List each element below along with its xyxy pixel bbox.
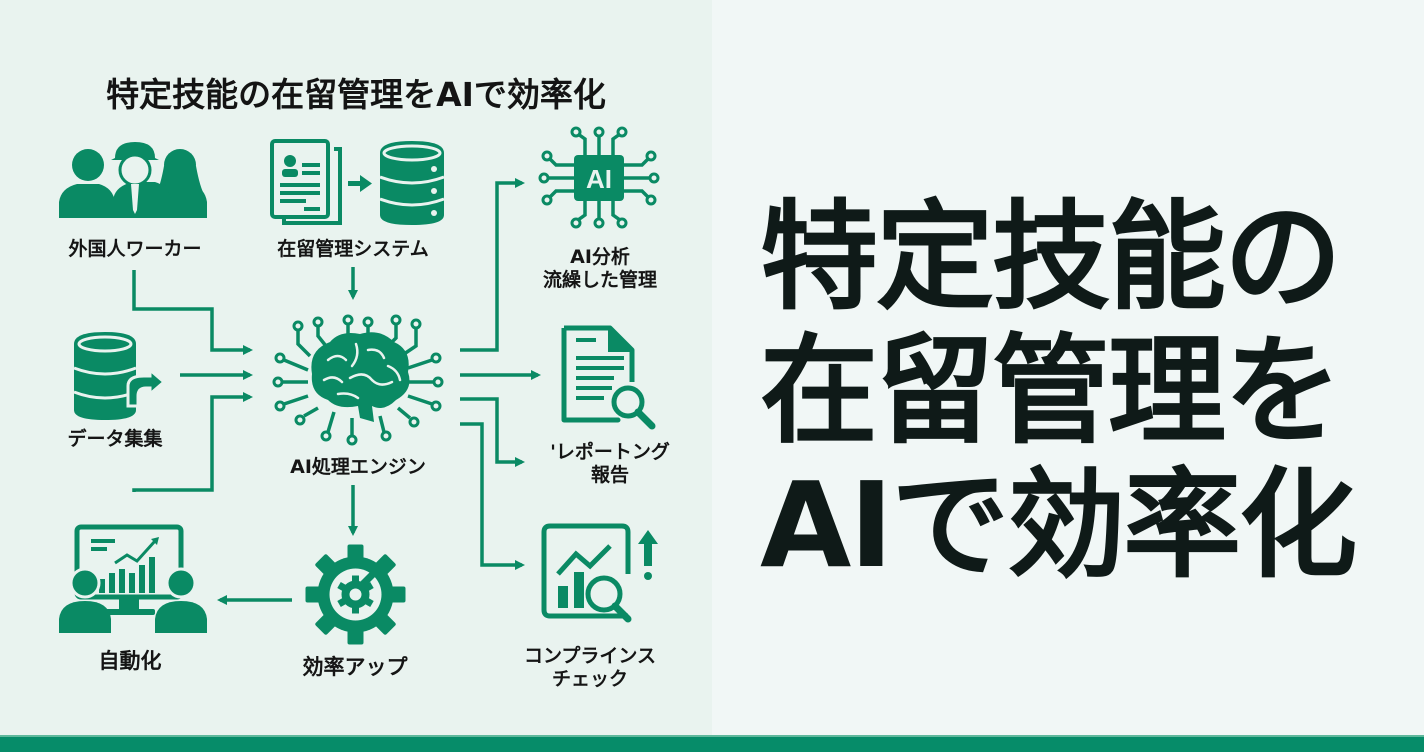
ai-chip-icon: AI — [538, 126, 660, 229]
bottom-accent-bar — [0, 735, 1424, 752]
node-label-system: 在留管理システム — [277, 238, 429, 260]
node-label-automation: 自動化 — [98, 649, 162, 673]
node-label-data: データ集集 — [67, 428, 163, 450]
node-label-reporting: 'レポートング 報告 — [520, 441, 700, 487]
node-label-reporting-line1: 'レポートング — [550, 441, 670, 463]
node-label-analysis-line1: AI分析 — [570, 246, 630, 268]
node-label-reporting-line2: 報告 — [590, 464, 629, 486]
diagram-title: 特定技能の在留管理をAIで効率化 — [106, 75, 606, 114]
document-to-database-icon — [270, 139, 445, 225]
chart-search-alert-icon — [541, 523, 658, 623]
hero-title-line2: 在留管理を — [760, 322, 1342, 460]
node-label-compliance: コンプラインス チェック — [495, 645, 685, 691]
hero-panel — [712, 0, 1424, 737]
brain-circuit-icon — [272, 314, 444, 446]
node-label-efficiency: 効率アップ — [302, 655, 408, 679]
monitor-people-icon — [59, 524, 207, 633]
gear-boost-icon — [305, 544, 406, 645]
svg-text:AI: AI — [586, 164, 612, 194]
node-label-workers: 外国人ワーカー — [68, 238, 202, 260]
hero-title-line3: AIで効率化 — [760, 456, 1357, 594]
node-label-analysis: AI分析 流繰した管理 — [510, 246, 690, 292]
flow-connectors — [132, 178, 541, 605]
people-group-icon — [59, 142, 207, 218]
node-label-engine: AI処理エンジン — [290, 456, 426, 478]
hero-title: 特定技能の 在留管理を AIで効率化 — [760, 190, 1400, 592]
report-search-icon — [561, 325, 656, 430]
node-label-compliance-line2: チェック — [551, 668, 628, 690]
database-sync-icon — [73, 332, 167, 420]
node-label-compliance-line1: コンプラインス — [523, 645, 657, 667]
hero-title-line1: 特定技能の — [760, 188, 1342, 326]
node-label-analysis-line2: 流繰した管理 — [542, 269, 657, 291]
